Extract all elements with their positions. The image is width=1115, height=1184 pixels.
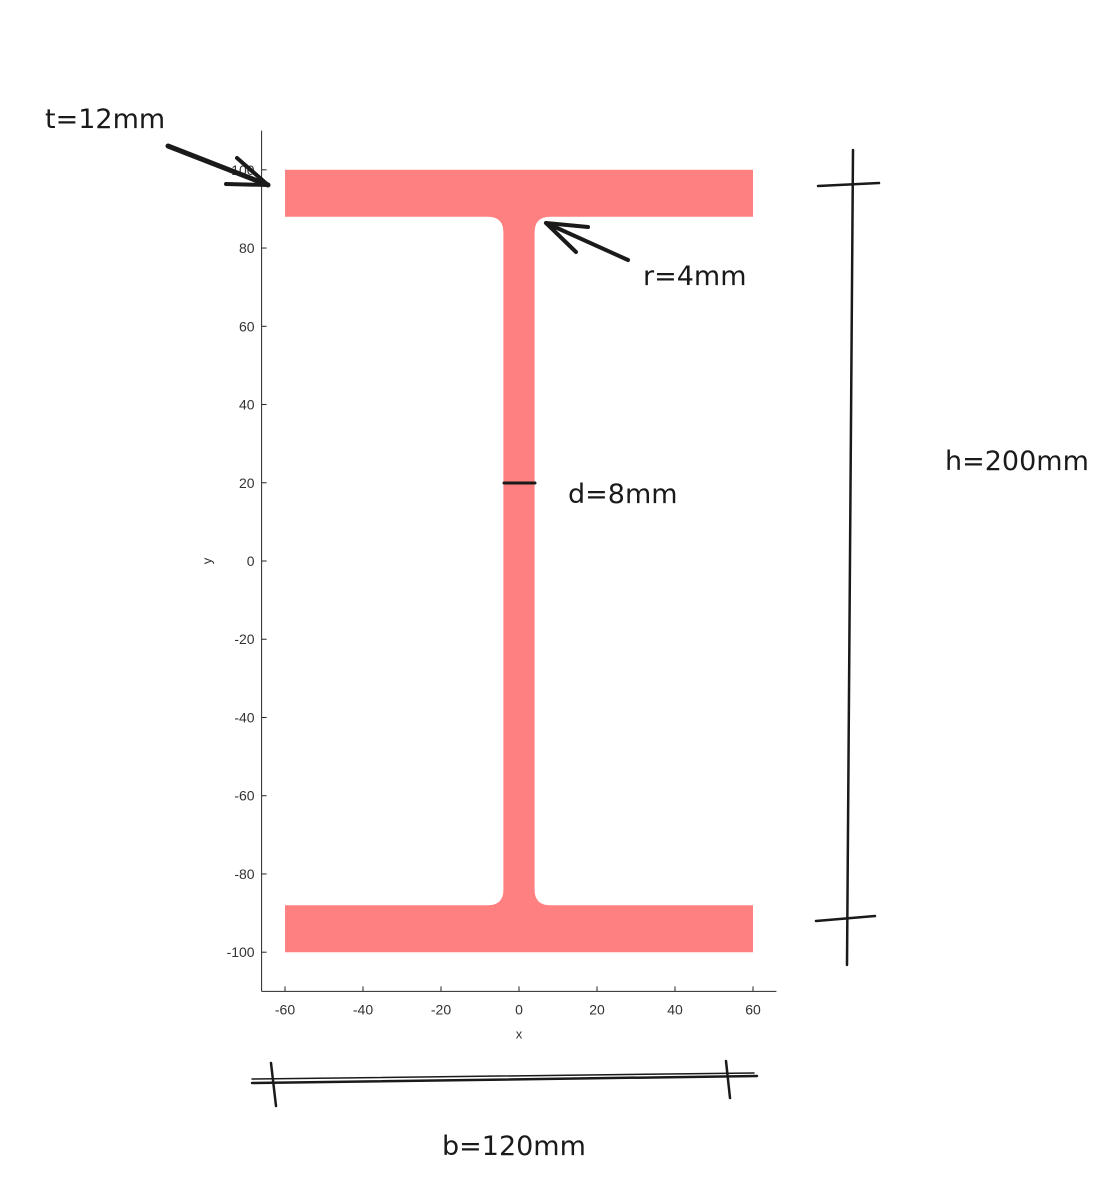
r-arrow xyxy=(544,221,630,262)
r-label: r=4mm xyxy=(643,261,747,292)
x-tick-label: -20 xyxy=(431,1001,451,1017)
y-tick-label: -40 xyxy=(234,709,254,725)
y-tick-label: -60 xyxy=(234,788,254,804)
i-beam-shape xyxy=(285,169,753,953)
x-tick-label: -60 xyxy=(275,1001,295,1017)
t-arrow xyxy=(165,143,271,188)
x-axis-title: x xyxy=(516,1026,523,1041)
r-arrow-head xyxy=(544,221,590,254)
y-tick-label: -100 xyxy=(227,944,255,960)
b-label: b=120mm xyxy=(442,1131,586,1162)
b-dimension-line-2 xyxy=(251,1072,755,1080)
y-tick-label: -20 xyxy=(234,631,254,647)
h-label: h=200mm xyxy=(945,446,1089,477)
x-tick-label: -40 xyxy=(353,1001,373,1017)
b-dimension-line xyxy=(250,1074,759,1085)
x-tick-label: 20 xyxy=(589,1001,605,1017)
y-tick-label: 80 xyxy=(239,240,255,256)
h-top-tick xyxy=(816,181,881,188)
t-label: t=12mm xyxy=(45,104,165,135)
y-axis-title: y xyxy=(200,557,215,564)
y-tick-label: 60 xyxy=(239,318,255,334)
y-tick-label: 40 xyxy=(239,397,255,413)
x-tick-label: 40 xyxy=(667,1001,683,1017)
y-tick-label: 20 xyxy=(239,475,255,491)
x-tick-label: 60 xyxy=(745,1001,761,1017)
y-tick-label: 0 xyxy=(247,553,255,569)
y-tick-label: -80 xyxy=(234,866,254,882)
t-arrow-head xyxy=(224,156,270,187)
h-dimension-line xyxy=(845,148,855,967)
b-left-tick xyxy=(269,1061,278,1108)
b-right-tick xyxy=(724,1059,732,1100)
d-label: d=8mm xyxy=(568,479,678,510)
x-tick-label: 0 xyxy=(515,1001,523,1017)
h-bottom-tick xyxy=(814,914,877,923)
